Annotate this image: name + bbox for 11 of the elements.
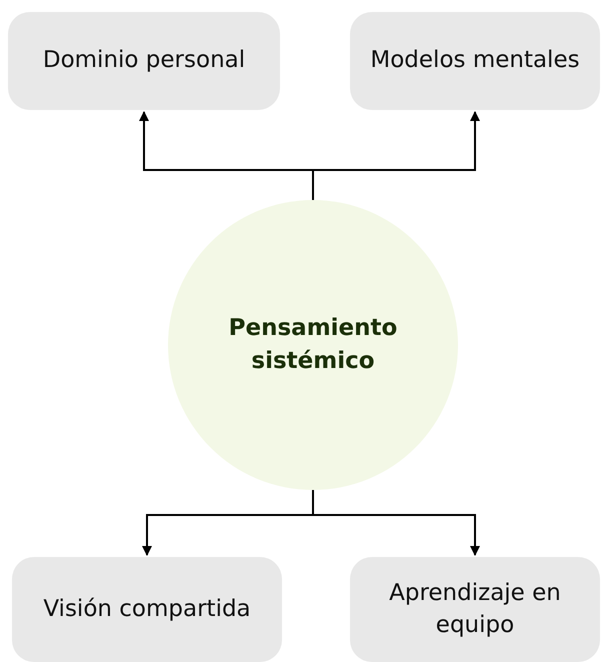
node-label: Aprendizaje en equipo	[388, 579, 562, 640]
node-label: Visión compartida	[43, 594, 251, 624]
concept-box	[350, 12, 600, 110]
concept-box	[8, 12, 280, 110]
node-label: Pensamiento sistémico	[228, 314, 398, 376]
arrow	[312, 490, 480, 556]
concept-box	[350, 557, 600, 662]
node-label: Dominio personal	[42, 46, 246, 76]
arrow	[312, 111, 480, 200]
node-label: Modelos mentales	[370, 46, 580, 76]
concept-box	[12, 557, 282, 662]
